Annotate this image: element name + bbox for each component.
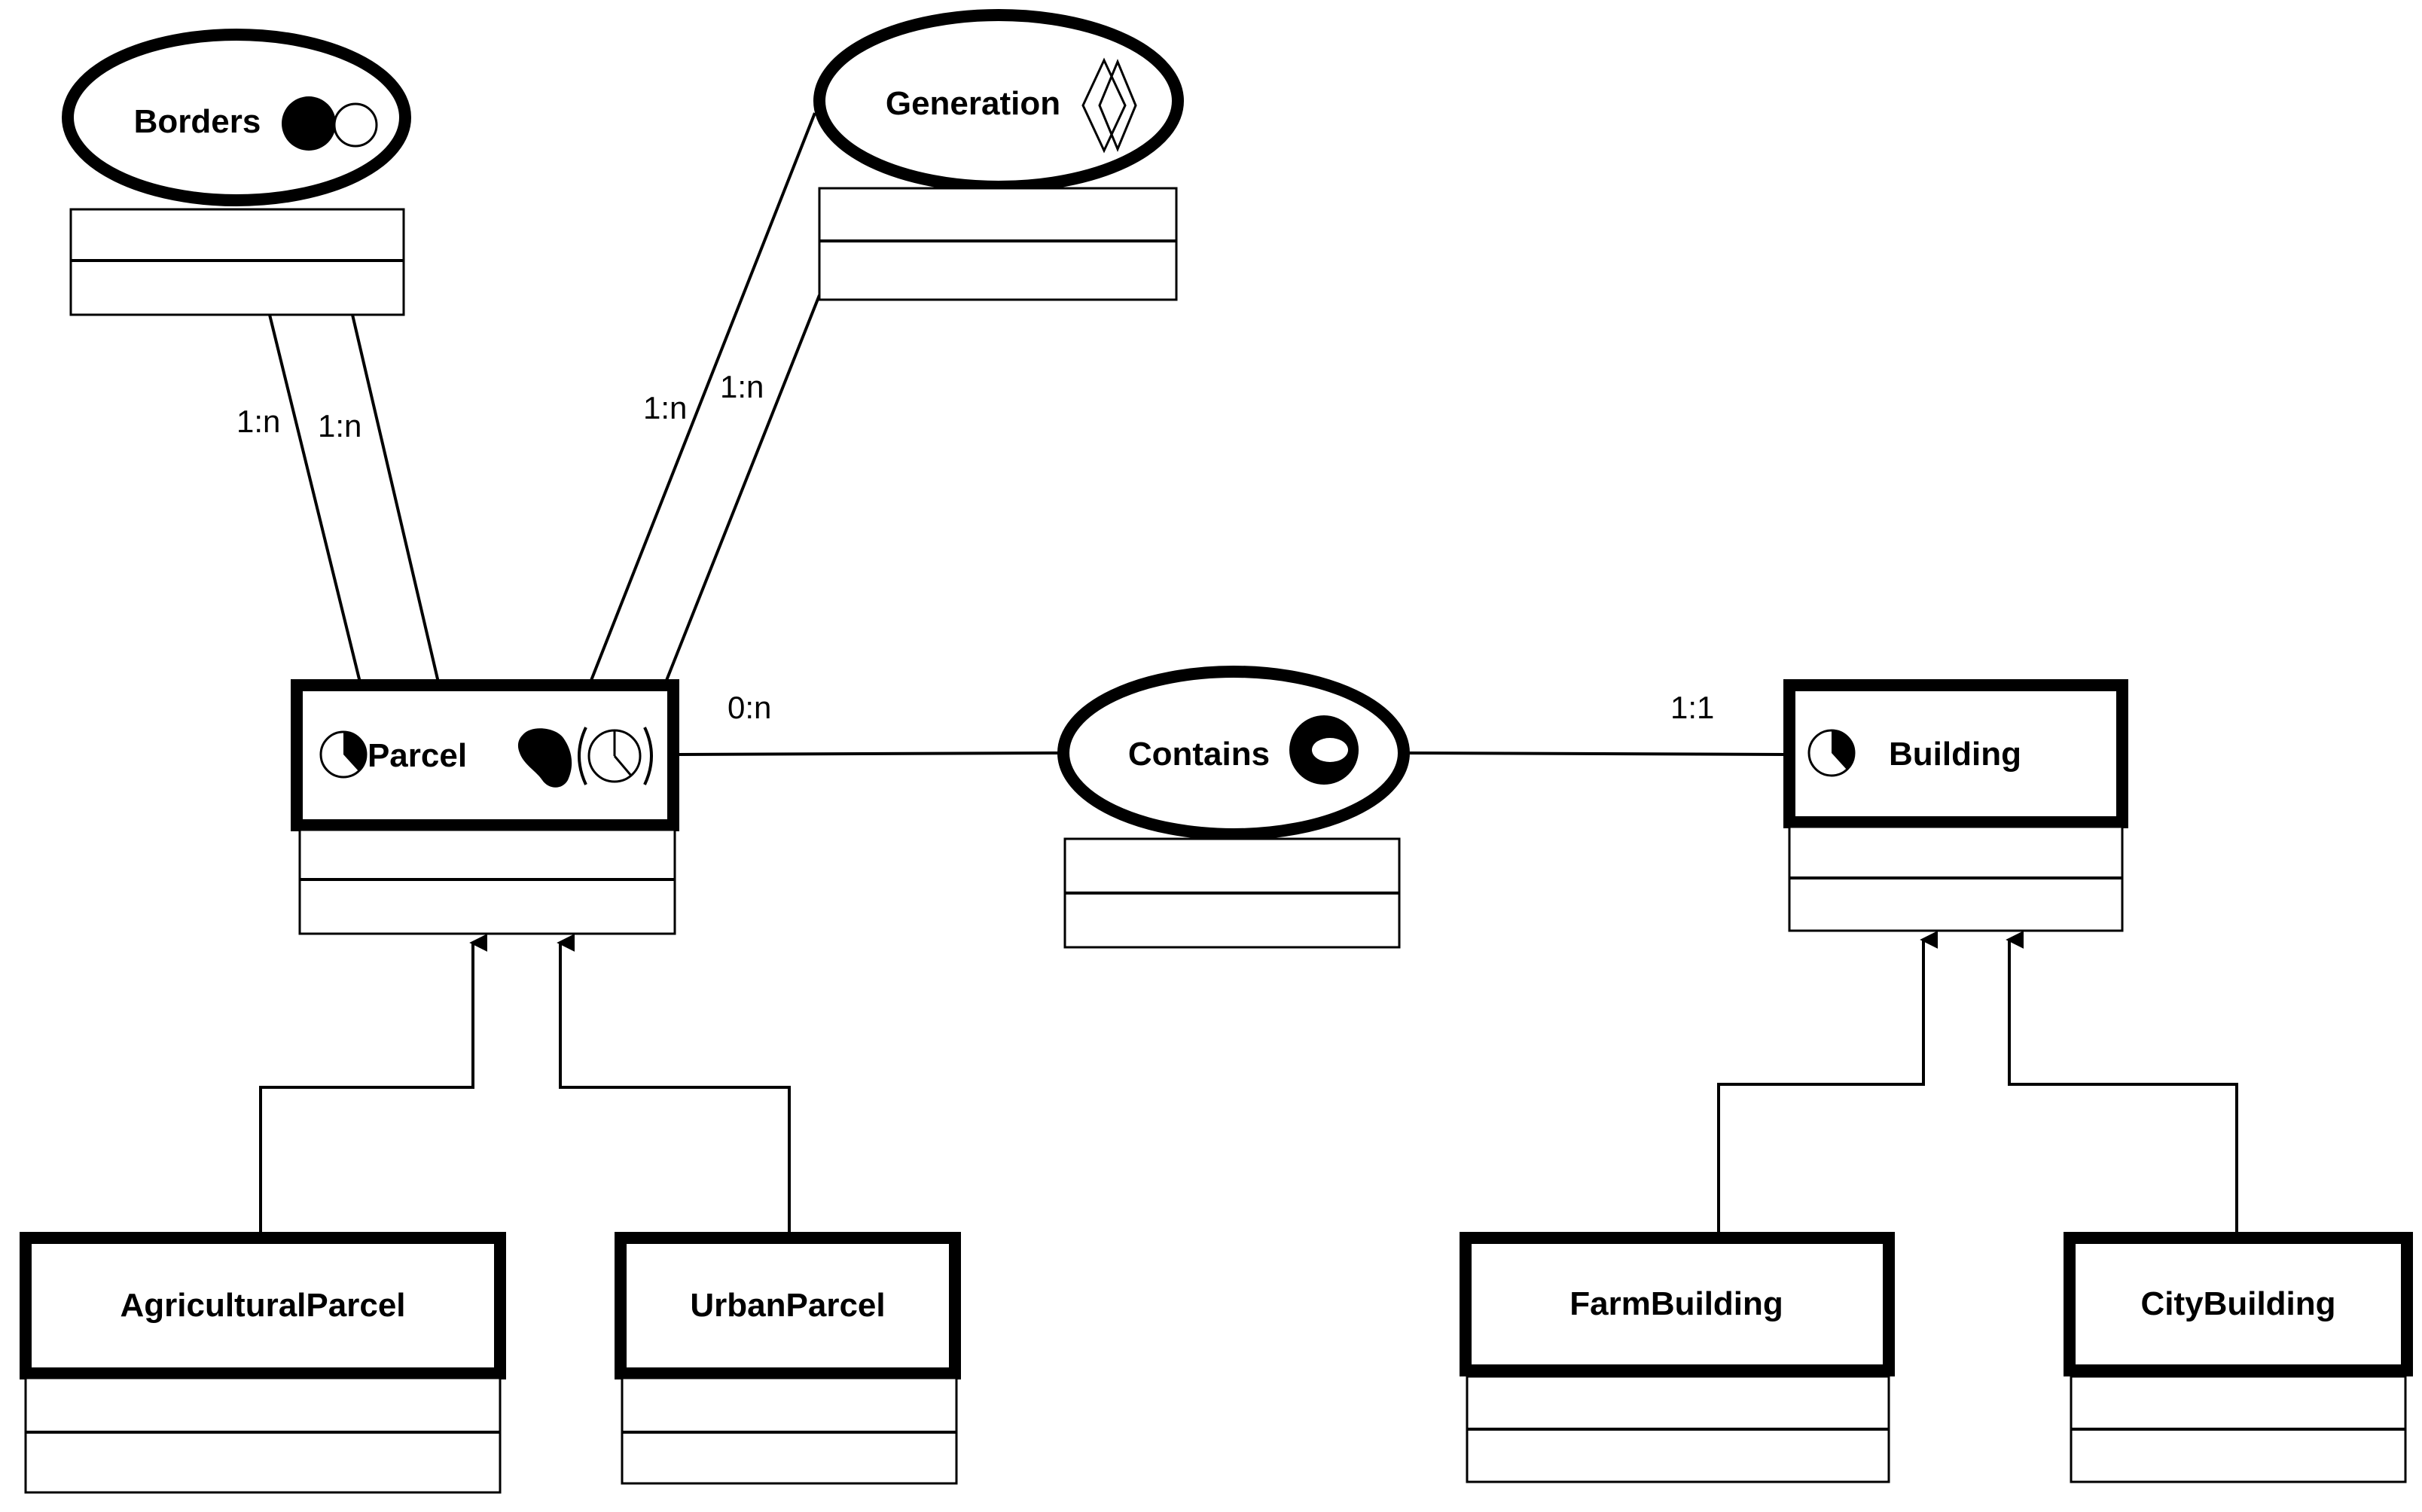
cardinality-borders-left: 1:n <box>236 404 280 439</box>
agricultural-parcel-attribute-box <box>24 1376 502 1494</box>
contains-link-parcel <box>677 751 1063 756</box>
cardinality-borders-right: 1:n <box>318 408 361 444</box>
contains-link-building <box>1405 751 1787 756</box>
class-agricultural-parcel: AgriculturalParcel <box>20 1232 506 1494</box>
generation-attribute-box <box>818 187 1178 301</box>
temporal-pie-icon <box>319 730 368 779</box>
temporal-pie-in-parentheses-icon <box>578 727 653 785</box>
cardinality-labels: 1:n 1:n 1:n 1:n 0:n 1:1 <box>236 369 1714 725</box>
topological-disjoint-icon <box>282 96 378 151</box>
agricultural-parcel-label: AgriculturalParcel <box>120 1287 405 1324</box>
generation-link-left <box>589 112 816 683</box>
topological-inside-icon <box>1289 715 1359 785</box>
double-diamond-icon <box>1081 57 1137 154</box>
city-building-label: CityBuilding <box>2140 1285 2335 1322</box>
class-city-building: CityBuilding <box>2064 1232 2413 1483</box>
class-building: Building <box>1783 679 2128 932</box>
temporal-pie-icon <box>1807 729 1856 777</box>
borders-ellipse <box>62 29 411 206</box>
class-farm-building: FarmBuilding <box>1460 1232 1895 1483</box>
relationship-contains: Contains <box>1057 666 1410 949</box>
agricultural-parcel-isa-arrow <box>259 934 488 1233</box>
cardinality-generation-right: 1:n <box>720 369 764 404</box>
farm-building-label: FarmBuilding <box>1569 1285 1783 1322</box>
farm-building-header-box <box>1460 1232 1895 1376</box>
agricultural-parcel-header-box <box>20 1232 506 1379</box>
borders-link-left <box>268 314 361 683</box>
parcel-label: Parcel <box>368 737 467 774</box>
cardinality-contains-parcel: 0:n <box>728 690 771 725</box>
urban-parcel-header-box <box>615 1232 961 1379</box>
spatial-surface-icon <box>517 728 572 788</box>
city-building-header-box <box>2064 1232 2413 1376</box>
urban-parcel-isa-arrow <box>557 934 791 1233</box>
generation-label: Generation <box>886 85 1060 122</box>
class-urban-parcel: UrbanParcel <box>615 1232 961 1485</box>
contains-label: Contains <box>1128 736 1270 773</box>
contains-ellipse <box>1057 666 1410 840</box>
borders-label: Borders <box>134 103 261 140</box>
connectors <box>259 112 2238 1233</box>
class-parcel: Parcel <box>291 679 679 935</box>
cardinality-contains-building: 1:1 <box>1670 690 1714 725</box>
urban-parcel-label: UrbanParcel <box>690 1287 885 1324</box>
city-building-isa-arrow <box>2006 931 2238 1233</box>
farm-building-isa-arrow <box>1717 931 1939 1233</box>
generation-link-right <box>664 294 821 683</box>
building-label: Building <box>1889 736 2021 773</box>
borders-link-right <box>351 314 440 683</box>
parcel-attribute-box <box>298 828 676 935</box>
cardinality-generation-left: 1:n <box>643 390 687 425</box>
relationship-generation: Generation <box>813 9 1184 301</box>
relationship-borders: Borders <box>62 29 411 316</box>
generation-ellipse <box>813 9 1184 193</box>
